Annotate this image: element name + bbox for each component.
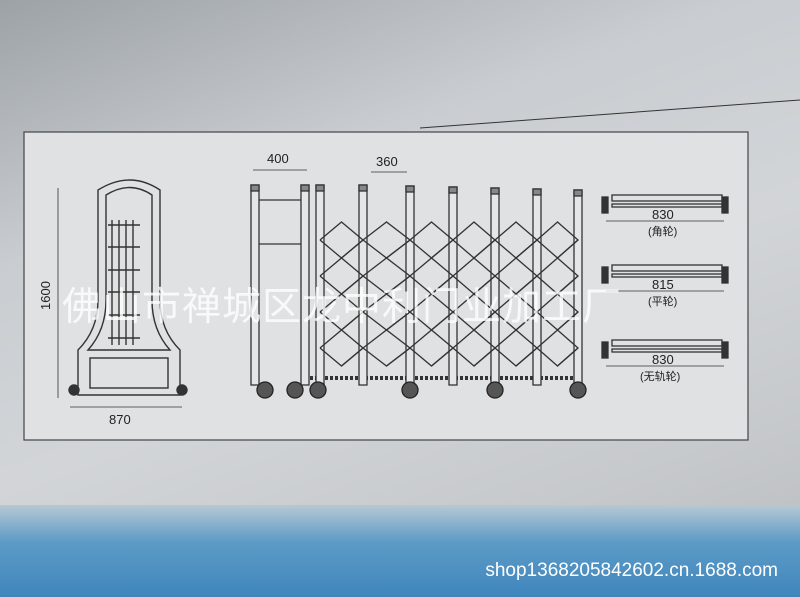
gate-wheel	[569, 381, 587, 399]
lattice-link	[452, 347, 496, 367]
lattice-link	[536, 347, 579, 367]
side-elevation	[250, 169, 587, 399]
rail-wheel	[721, 341, 729, 359]
post-cap	[250, 184, 260, 192]
wheel-rail-types: 830 (角轮) 815 (平轮) 830 (无轨轮)	[601, 194, 729, 383]
rail-type-label: (平轮)	[648, 294, 677, 308]
post-cap	[315, 184, 325, 192]
blue-footer-band	[0, 505, 800, 597]
gate-wheel	[401, 381, 419, 399]
rail-wheel	[721, 196, 729, 214]
lattice-link	[409, 347, 454, 367]
gate-wheel	[286, 381, 304, 399]
post-cap	[532, 188, 542, 196]
watermark: 佛山市禅城区龙中利门业加工厂	[62, 285, 623, 330]
post-cap	[573, 189, 583, 197]
page-edge	[419, 99, 800, 129]
rail-length: 830	[652, 352, 674, 367]
front-height-dim: 1600	[38, 281, 53, 310]
rail-1	[601, 264, 729, 292]
post-cap	[405, 185, 415, 193]
rail-0	[601, 194, 729, 222]
rail-length: 815	[652, 277, 674, 292]
rail-wheel	[601, 196, 609, 214]
shop-url: shop1368205842602.cn.1688.com	[485, 560, 778, 581]
end-post-width-dim: 400	[267, 151, 289, 166]
front-width-dim: 870	[109, 412, 131, 427]
post-cap	[358, 184, 368, 192]
gate-wheel	[309, 381, 327, 399]
front-view	[57, 179, 188, 408]
rail-wheel	[721, 266, 729, 284]
lattice-link	[319, 347, 364, 367]
post-cap	[300, 184, 310, 192]
gate-wheel	[486, 381, 504, 399]
rail-wheel	[601, 341, 609, 359]
rail-length: 830	[652, 207, 674, 222]
post-cap	[448, 186, 458, 194]
rail-type-label: (角轮)	[648, 224, 677, 238]
rail-type-label: (无轨轮)	[640, 369, 680, 383]
post-spacing-dim: 360	[376, 154, 398, 169]
lattice-link	[494, 347, 538, 367]
rail-wheel	[601, 266, 609, 284]
lattice-link	[362, 347, 411, 367]
gate-wheel	[256, 381, 274, 399]
post-cap	[490, 187, 500, 195]
rail-2	[601, 339, 729, 367]
